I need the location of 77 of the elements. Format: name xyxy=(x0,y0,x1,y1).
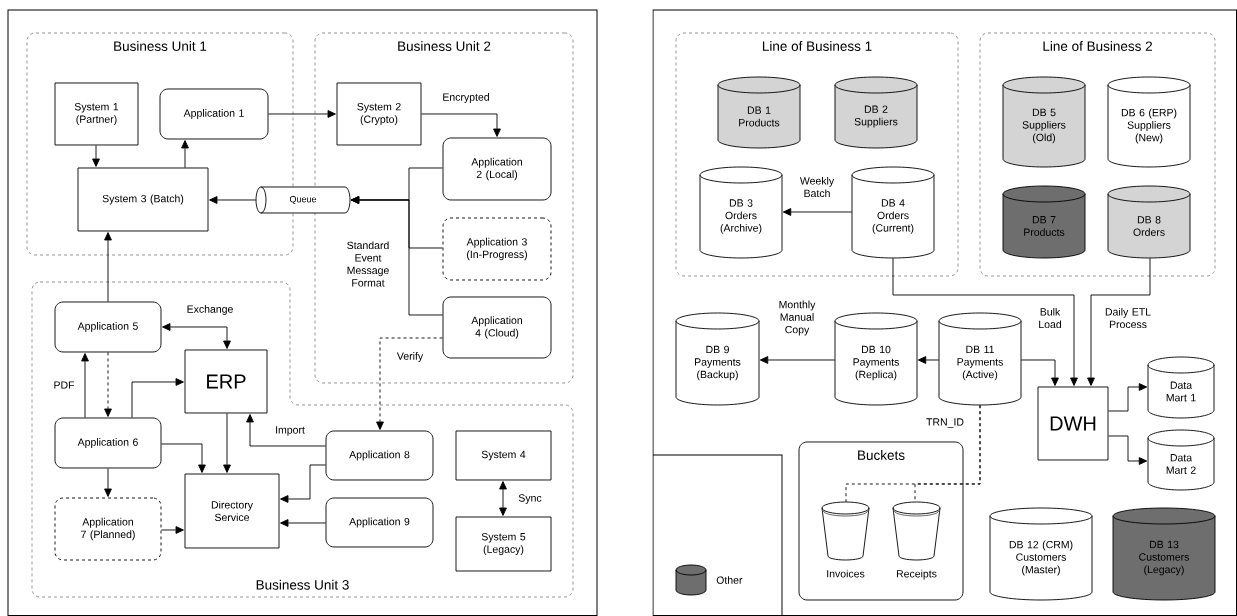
database-cylinder: DB 9 Payments (Backup) xyxy=(675,312,760,406)
arrow xyxy=(104,352,112,417)
application-box: Application 7 (Planned) xyxy=(54,497,162,561)
system-box: System 3 (Batch) xyxy=(77,167,209,232)
database-cylinder: DB 3 Orders (Archive) xyxy=(699,166,783,259)
arrow xyxy=(1108,435,1148,465)
application-box: Application 6 xyxy=(54,417,162,469)
database-cylinder: Data Mart 2 xyxy=(1147,429,1215,491)
application-box: Application 8 xyxy=(325,430,434,481)
database-cylinder: DB 7 Products xyxy=(1002,185,1086,259)
database-cylinder: DB 1 Products xyxy=(717,76,801,149)
database-cylinder: DB 4 Orders (Current) xyxy=(851,166,935,259)
queue-cylinder: Queue xyxy=(255,186,351,214)
arrow xyxy=(280,519,326,527)
edge-label: TRN_ID xyxy=(925,417,965,429)
arrow xyxy=(181,140,189,168)
arrow xyxy=(759,356,836,364)
arrow xyxy=(104,468,112,497)
application-box: Application 4 (Cloud) xyxy=(442,296,552,359)
application-box: Application 9 xyxy=(325,497,434,548)
arrow xyxy=(162,323,231,349)
database-cylinder: DB 8 Orders xyxy=(1107,185,1191,259)
arrow xyxy=(1020,359,1059,386)
edge-label: Import xyxy=(274,425,306,437)
arrow xyxy=(161,443,206,473)
database-cylinder: DB 5 Suppliers (Old) xyxy=(1002,76,1086,168)
arrow xyxy=(782,208,853,216)
application-box: Application 5 xyxy=(54,301,162,353)
arrow xyxy=(280,464,326,503)
system-box: System 2 (Crypto) xyxy=(336,82,422,146)
arrow xyxy=(1087,257,1151,386)
node-label: Receipts xyxy=(896,569,937,580)
arrow xyxy=(350,196,443,316)
service-box: Directory Service xyxy=(184,473,280,549)
edge-label: PDF xyxy=(52,380,76,390)
edge-label: Exchange xyxy=(185,304,235,316)
edge-label: Verify xyxy=(395,351,425,363)
system-box: System 1 (Partner) xyxy=(54,82,139,146)
arrow xyxy=(131,378,184,418)
arrow xyxy=(376,337,443,430)
system-box: ERP xyxy=(184,349,268,414)
bucket: Receipts xyxy=(892,501,941,580)
arrow xyxy=(268,110,336,118)
database-cylinder: DB 10 Payments (Replica) xyxy=(834,312,918,406)
database-cylinder: DB 13 Customers (Legacy) xyxy=(1112,507,1216,601)
edge-label: Monthly Manual Copy xyxy=(771,299,823,337)
edge-label: Bulk Load xyxy=(1033,306,1067,330)
arrow xyxy=(81,353,89,418)
database-cylinder: DB 6 (ERP) Suppliers (New) xyxy=(1107,76,1191,168)
bucket: Invoices xyxy=(821,501,870,578)
database-cylinder: DB 2 Suppliers xyxy=(834,76,918,149)
edge-label: Encrypted xyxy=(441,92,491,104)
arrow xyxy=(161,526,184,534)
application-box: Application 3 (In-Progress) xyxy=(442,217,552,281)
application-box: Application 1 xyxy=(159,88,269,140)
system-box: System 5 (Legacy) xyxy=(455,516,552,572)
arrow xyxy=(92,145,100,167)
database-cylinder: DB 11 Payments (Active) xyxy=(938,312,1022,406)
database-cylinder: DB 12 (CRM) Customers (Master) xyxy=(989,507,1093,601)
edge-label: Sync xyxy=(517,493,543,505)
application-box: Application 2 (Local) xyxy=(442,137,552,201)
arrow xyxy=(209,196,257,204)
arrow xyxy=(892,257,1078,386)
edge-label: Weekly Batch xyxy=(793,175,841,199)
arrow xyxy=(104,232,112,302)
database-cylinder: Data Mart 1 xyxy=(1147,356,1215,419)
arrow xyxy=(499,481,507,516)
edge-label: Daily ETL Process xyxy=(1097,306,1159,330)
system-box: System 4 xyxy=(455,430,552,481)
arrow xyxy=(223,413,231,473)
legend-label: Other xyxy=(716,576,743,584)
arrow xyxy=(917,356,940,364)
node-label: Invoices xyxy=(827,569,865,578)
arrow xyxy=(421,113,501,137)
arrow xyxy=(246,414,326,447)
warehouse-box: DWH xyxy=(1037,386,1109,461)
arrow xyxy=(1108,383,1148,412)
